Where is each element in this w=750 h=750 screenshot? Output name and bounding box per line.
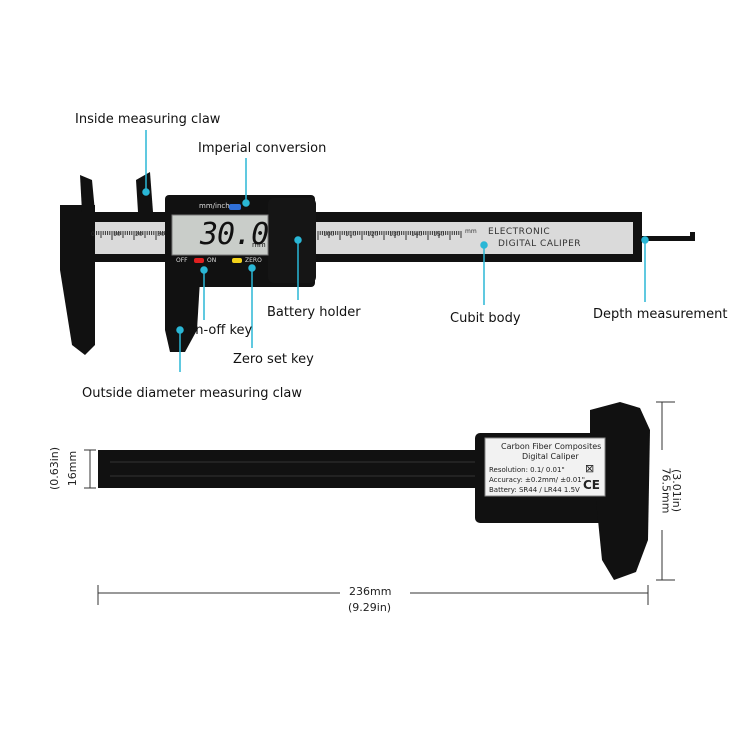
lcd-value: 30.0 [200,217,269,252]
zero-button [232,258,242,263]
scale-number: 140 [411,231,423,238]
outside-claw-label: Outside diameter measuring claw [82,386,302,401]
callout-lines [142,130,649,372]
spec-line2: Digital Caliper [522,452,579,461]
scale-number: 110 [345,231,357,238]
scale-number: 130 [389,231,401,238]
units-label: mm/inch [199,202,230,210]
scale-unit: mm [465,228,477,235]
height-in: (3.01in) [670,468,684,513]
length-in: (9.29in) [348,601,392,614]
battery-label: Battery holder [267,305,361,320]
scale-ticks [89,231,462,240]
brand-line2: DIGITAL CALIPER [498,239,582,249]
inside-claw-label: Inside measuring claw [75,112,221,127]
spec-battery: Battery: SR44 / LR44 1.5V [489,486,580,494]
off-label: OFF [176,257,188,264]
scale-number: 100 [323,231,335,238]
zero-label: ZERO [245,257,262,264]
outside-claw-fixed [60,205,95,355]
scale-number: 30 [157,231,165,238]
onoff-label: On-off key [185,323,253,338]
spec-resolution: Resolution: 0.1/ 0.01" [489,466,565,474]
onoff-button [194,258,204,263]
lcd-unit: mm [252,241,266,249]
dimension-lines [84,401,675,605]
depth-rod [630,236,695,241]
length-mm: 236mm [349,585,392,598]
cubit-label: Cubit body [450,311,521,326]
zero-key-label: Zero set key [233,352,314,367]
scale-number: 20 [135,231,143,238]
scale-number: 10 [113,231,121,238]
outside-claw-movable [165,280,200,352]
on-label: ON [207,257,217,264]
imperial-button [229,204,241,210]
bin-icon: ⊠ [585,462,595,475]
spec-label-bg [484,437,606,497]
thick-mm: 16mm [66,450,80,487]
ce-mark: CE [583,478,601,492]
thick-in: (0.63in) [48,446,62,491]
battery-holder [268,198,316,283]
lcd-display [171,214,269,256]
imperial-label: Imperial conversion [198,141,327,156]
scale-number: 120 [367,231,379,238]
spec-line1: Carbon Fiber Composites [501,442,602,451]
inside-claw-fixed [80,175,95,212]
scale-number: 0 [91,231,95,238]
brand-line1: ELECTRONIC [488,227,551,237]
side-beam [98,450,498,488]
depth-label: Depth measurement [593,307,728,322]
spec-accuracy: Accuracy: ±0.2mm/ ±0.01" [489,476,585,484]
scale-number: 150 [433,231,445,238]
